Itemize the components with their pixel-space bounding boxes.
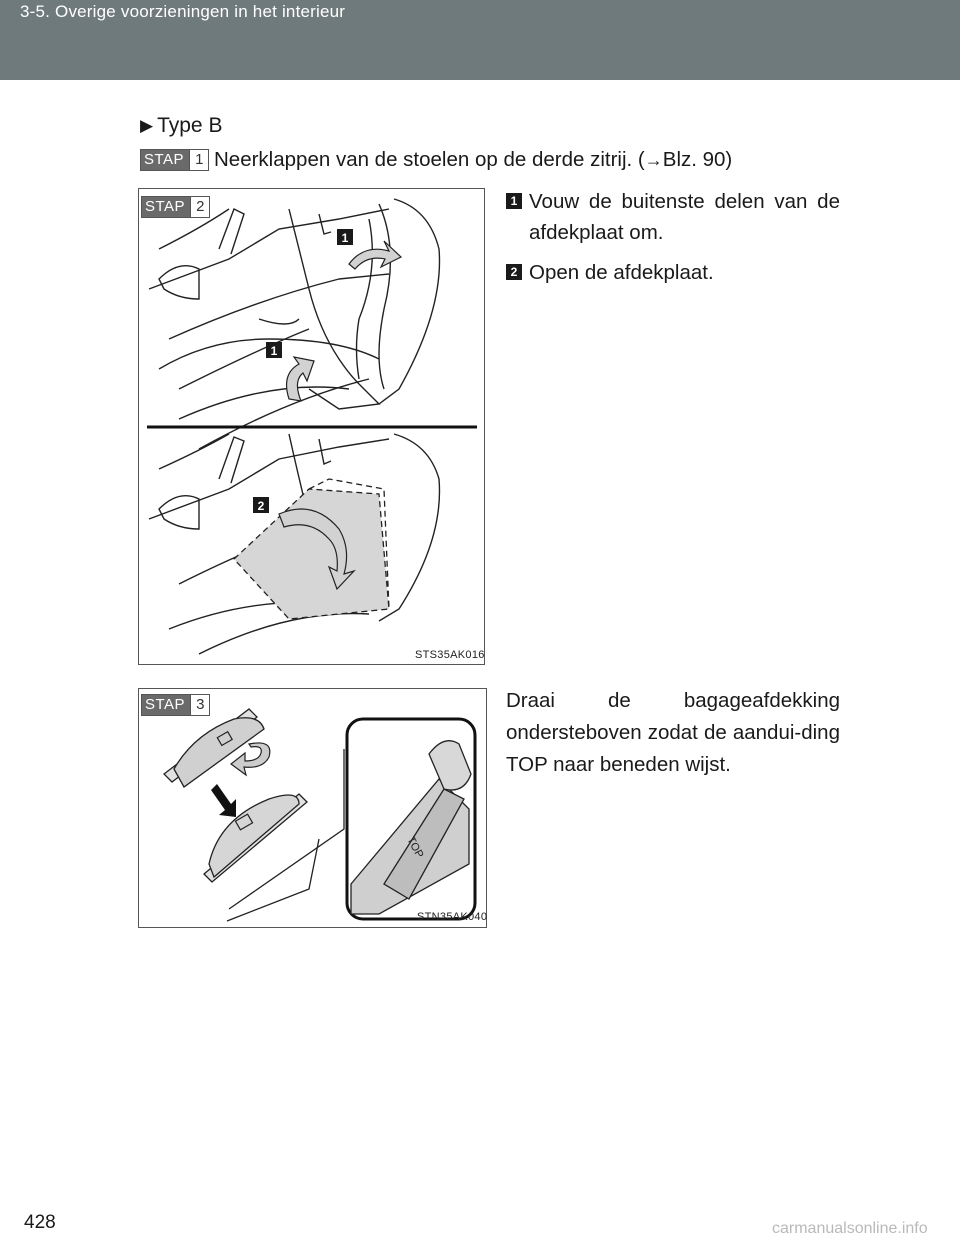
cargo-area-illustration: 1 1 2 <box>147 198 477 655</box>
page-number: 428 <box>24 1212 56 1233</box>
page-header: 3-5. Overige voorzieningen in het interi… <box>0 0 960 80</box>
item-number-box: 1 <box>506 193 522 209</box>
callout-1-upper: 1 <box>342 231 349 245</box>
step-2-description: 1 Vouw de buitenste delen van de afdekpl… <box>506 186 840 288</box>
type-label: ▶Type B <box>140 114 223 137</box>
figure-code: STS35AK016 <box>415 649 485 661</box>
cover-flip-illustration: TOP <box>163 708 477 922</box>
step-3-description: Draai de bagageafdekking ondersteboven z… <box>506 689 840 776</box>
callout-1-lower: 1 <box>271 344 278 358</box>
figure-code: STN35AK040 <box>417 911 488 923</box>
step-2-item-1: 1 Vouw de buitenste delen van de afdekpl… <box>506 186 840 248</box>
step-2-item-2: 2 Open de afdekplaat. <box>506 257 840 288</box>
callout-2: 2 <box>258 499 265 513</box>
section-title: 3-5. Overige voorzieningen in het interi… <box>20 2 346 21</box>
step-1-text: Neerklappen van de stoelen op de derde z… <box>214 148 733 171</box>
item-number-box: 2 <box>506 264 522 280</box>
triangle-bullet-icon: ▶ <box>140 116 154 135</box>
watermark: carmanualsonline.info <box>772 1220 928 1237</box>
